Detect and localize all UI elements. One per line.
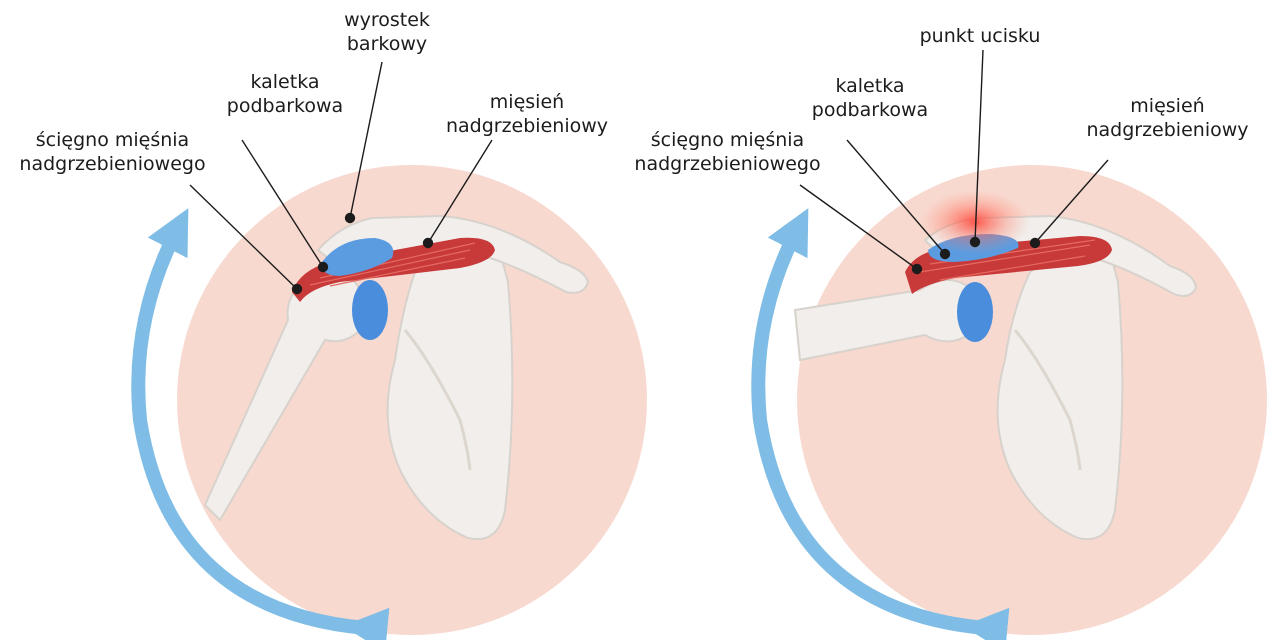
label-subacromial-bursa: kaletka podbarkowa (811, 75, 929, 121)
scapula-spine (403, 329, 472, 471)
label-supraspinatus-muscle: mięsień nadgrzebieniowy (1086, 95, 1249, 141)
leader-lines (189, 61, 493, 295)
label-supraspinatus-tendon: ścięgno mięśnia nadgrzebieniowego (19, 129, 206, 175)
motion-arrow-icon (131, 208, 390, 640)
label-acromion: wyrostek barkowy (344, 9, 430, 55)
scapula-spine (1013, 329, 1082, 471)
label-pressure-point: punkt ucisku (919, 25, 1041, 47)
label-subacromial-bursa: kaletka podbarkowa (226, 71, 344, 117)
panel-normal (131, 61, 647, 640)
leader-lines (799, 49, 1109, 275)
cartilage (957, 282, 993, 342)
label-supraspinatus-muscle: mięsień nadgrzebieniowy (445, 91, 609, 137)
scapula (386, 246, 514, 541)
cartilage (352, 280, 388, 340)
panel-impingement (751, 49, 1267, 640)
label-supraspinatus-tendon: ścięgno mięśnia nadgrzebieniowego (634, 129, 821, 175)
supraspinatus-muscle (292, 237, 495, 302)
motion-arrow-icon (751, 208, 1010, 640)
